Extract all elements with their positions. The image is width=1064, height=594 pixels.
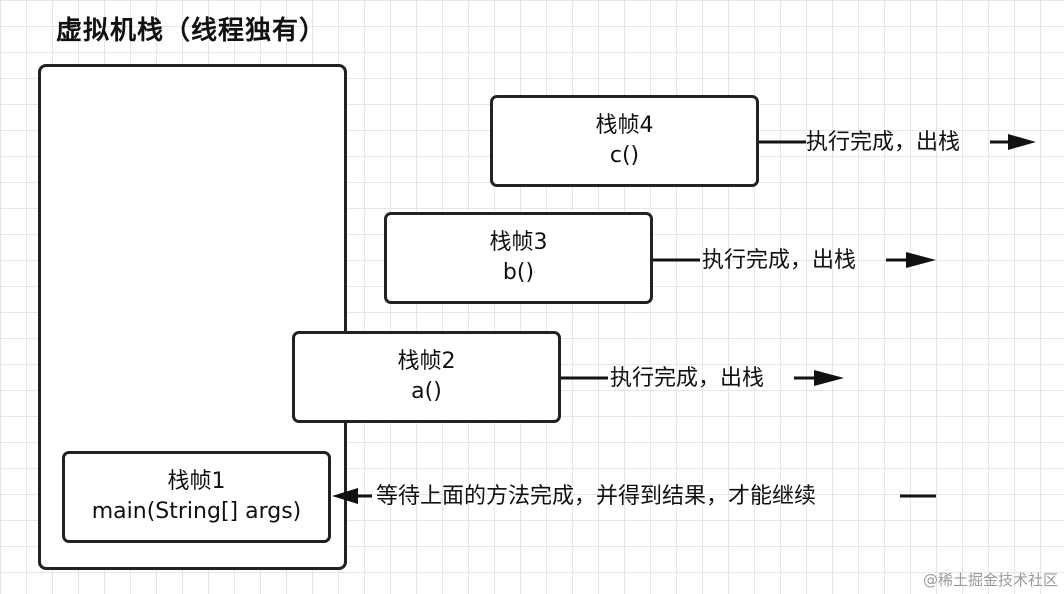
stack-frame-1: 栈帧1 main(String[] args) xyxy=(62,451,331,543)
frame-label: 栈帧4 xyxy=(595,113,654,138)
frame-label: 栈帧3 xyxy=(489,230,548,255)
arrow-right-icon xyxy=(906,252,936,268)
watermark: @稀土掘金技术社区 xyxy=(922,571,1058,589)
frame-method: a() xyxy=(411,379,442,404)
arrow-left-icon xyxy=(332,488,358,504)
pop-label-3: 执行完成，出栈 xyxy=(702,248,857,273)
frame-method: c() xyxy=(609,143,640,168)
frame-label: 栈帧1 xyxy=(167,469,226,494)
arrow-right-icon xyxy=(814,370,844,386)
frame-method: b() xyxy=(502,260,535,285)
stack-frame-4: 栈帧4 c() xyxy=(490,95,759,187)
arrow-right-icon xyxy=(1008,134,1036,150)
wait-label: 等待上面的方法完成，并得到结果，才能继续 xyxy=(376,484,817,509)
diagram-title: 虚拟机栈（线程独有） xyxy=(56,16,327,46)
stack-frame-3: 栈帧3 b() xyxy=(384,212,653,304)
stack-frame-2: 栈帧2 a() xyxy=(292,331,561,423)
frame-method: main(String[] args) xyxy=(91,499,302,524)
frame-label: 栈帧2 xyxy=(397,349,456,374)
pop-label-2: 执行完成，出栈 xyxy=(610,366,765,391)
pop-label-4: 执行完成，出栈 xyxy=(806,130,961,155)
